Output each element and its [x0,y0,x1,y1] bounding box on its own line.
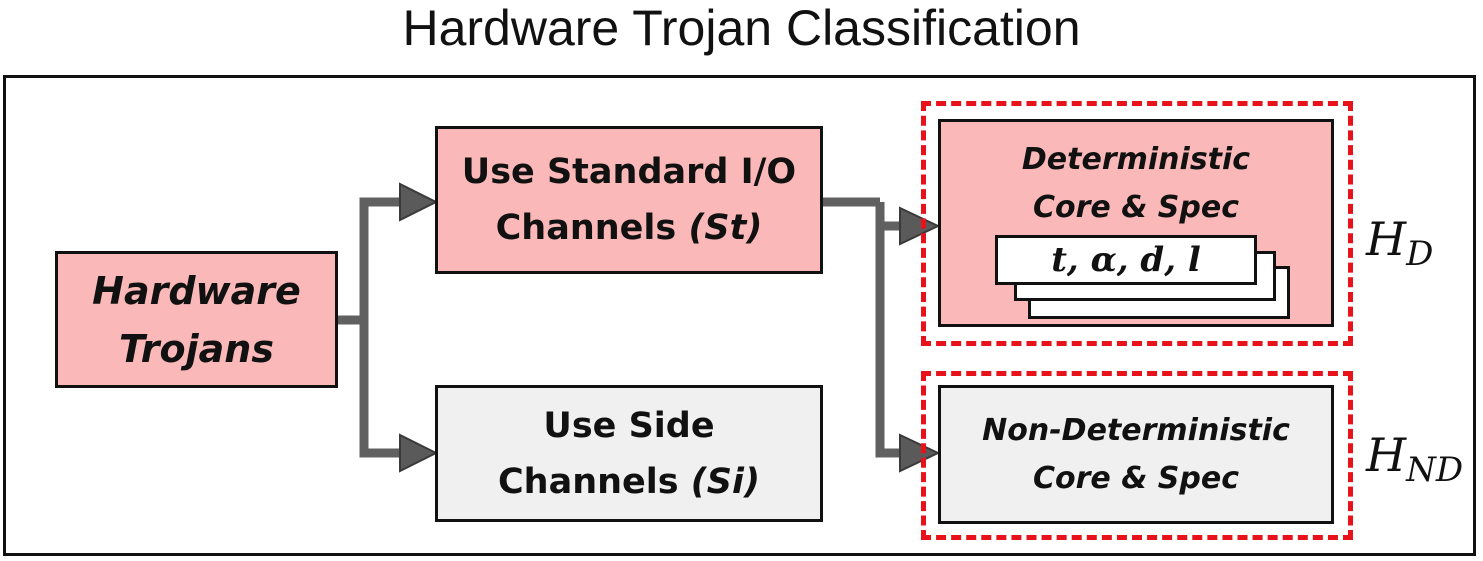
deterministic-group-outline [921,101,1353,346]
diagram-title: Hardware Trojan Classification [402,0,1081,56]
deterministic-line2: Core & Spec [1032,190,1240,225]
side-channels-box: Use Side Channels (Si) [435,385,823,522]
nondeterministic-box: Non-Deterministic Core & Spec [938,385,1334,524]
parameter-list: t, α, d, l [1051,240,1201,280]
connector-branch-top [359,197,405,320]
arrowhead-to-standard-io [399,182,439,222]
hnd-label: HND [1366,428,1463,490]
standard-io-line2: Channels (St) [496,200,763,256]
arrowhead-to-deterministic [899,206,941,246]
nondeterministic-line2: Core & Spec [1032,460,1240,496]
connector-branch-bottom [359,320,405,458]
side-channels-line2-text: Channels [497,461,691,502]
diagram-frame [3,75,1476,556]
side-channels-line1: Use Side [543,405,715,446]
nondeterministic-group-outline [921,371,1353,540]
connector-branch-nondeterministic [875,202,905,458]
arrowhead-to-side-channels [399,433,439,473]
side-channels-abbrev: (Si) [690,461,760,502]
arrowhead-to-nondeterministic [899,433,941,473]
hnd-label-sub: ND [1406,450,1464,490]
standard-io-line1: Use Standard I/O [461,152,797,192]
param-card-front: t, α, d, l [995,235,1257,285]
nondeterministic-line1: Non-Deterministic [982,412,1290,448]
standard-io-abbrev: (St) [688,208,763,248]
hd-label-base: H [1366,212,1407,266]
standard-io-line2-text: Channels [495,208,689,248]
hardware-trojans-box: Hardware Trojans [55,251,338,388]
hd-label-sub: D [1406,234,1434,274]
split-arrows-left [338,197,405,458]
hd-label: HD [1366,212,1433,274]
deterministic-line1: Deterministic [1021,142,1251,177]
split-arrows-right [823,197,905,458]
hnd-label-base: H [1366,428,1407,482]
standard-io-box: Use Standard I/O Channels (St) [435,126,823,274]
hardware-trojans-line1: Hardware [92,268,301,313]
side-channels-line2: Channels (Si) [498,454,760,510]
hardware-trojans-line2: Trojans [119,326,274,371]
